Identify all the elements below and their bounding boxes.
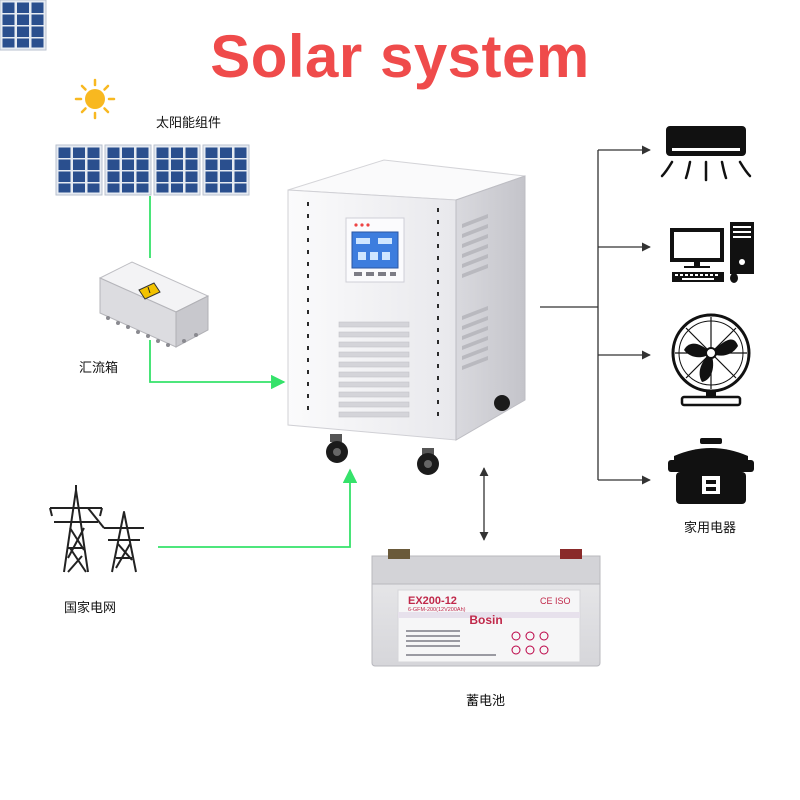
green-flow-lines bbox=[149, 196, 358, 548]
air-conditioner-icon bbox=[660, 126, 752, 182]
side-vent-slots bbox=[462, 214, 488, 370]
battery-unit: EX200-12 6-GFM-200(12V200Ah) Bosin CE IS… bbox=[371, 549, 601, 667]
cabinet-wheels bbox=[326, 395, 510, 475]
cabinet-vent-dots bbox=[307, 202, 439, 416]
desktop-computer-icon bbox=[670, 222, 754, 283]
battery-spec-text: 6-GFM-200(12V200Ah) bbox=[408, 607, 466, 613]
power-grid-towers-icon bbox=[49, 485, 144, 573]
battery-brand-text: Bosin bbox=[469, 613, 502, 627]
diagram-title: Solar system bbox=[210, 23, 590, 90]
sun-icon bbox=[74, 78, 116, 120]
battery-model-text: EX200-12 bbox=[408, 595, 457, 607]
front-vent-slots bbox=[338, 321, 410, 418]
lcd-control-panel bbox=[345, 217, 405, 283]
inverter-cabinet bbox=[287, 159, 526, 475]
electric-fan-icon bbox=[671, 313, 751, 407]
solar-panel-array bbox=[0, 0, 47, 51]
label-solar-panels: 太阳能组件 bbox=[156, 116, 222, 131]
combiner-box bbox=[98, 261, 210, 348]
label-battery: 蓄电池 bbox=[466, 694, 506, 709]
battery-certification-text: CE ISO bbox=[540, 596, 571, 606]
label-power-grid: 国家电网 bbox=[64, 601, 117, 616]
label-combiner-box: 汇流箱 bbox=[79, 361, 119, 376]
output-distribution-lines bbox=[540, 145, 651, 485]
rice-cooker-icon bbox=[668, 438, 754, 504]
label-appliances: 家用电器 bbox=[684, 521, 737, 536]
